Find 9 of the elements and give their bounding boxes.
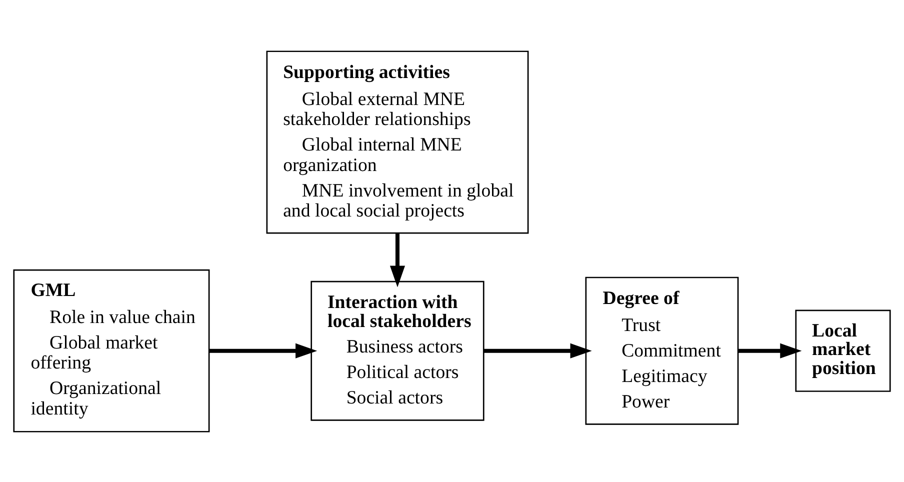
node-box: Interaction with local stakeholders Business actors Political actors Social actors — [310, 280, 484, 420]
node-box: Local market position — [795, 309, 891, 392]
arrow — [390, 232, 406, 287]
arrow — [738, 342, 802, 358]
node-box: Supporting activities Global external MNE stakeholder relationships Global internal MNE organization MNE involvement in global and local social projects — [266, 50, 529, 234]
arrow — [484, 342, 592, 358]
arrow — [209, 342, 318, 358]
node-box: Degree of Trust Commitment Legitimacy Power — [585, 276, 739, 424]
node-box: GML Role in value chain Global market offering Organizational identity — [13, 268, 210, 432]
